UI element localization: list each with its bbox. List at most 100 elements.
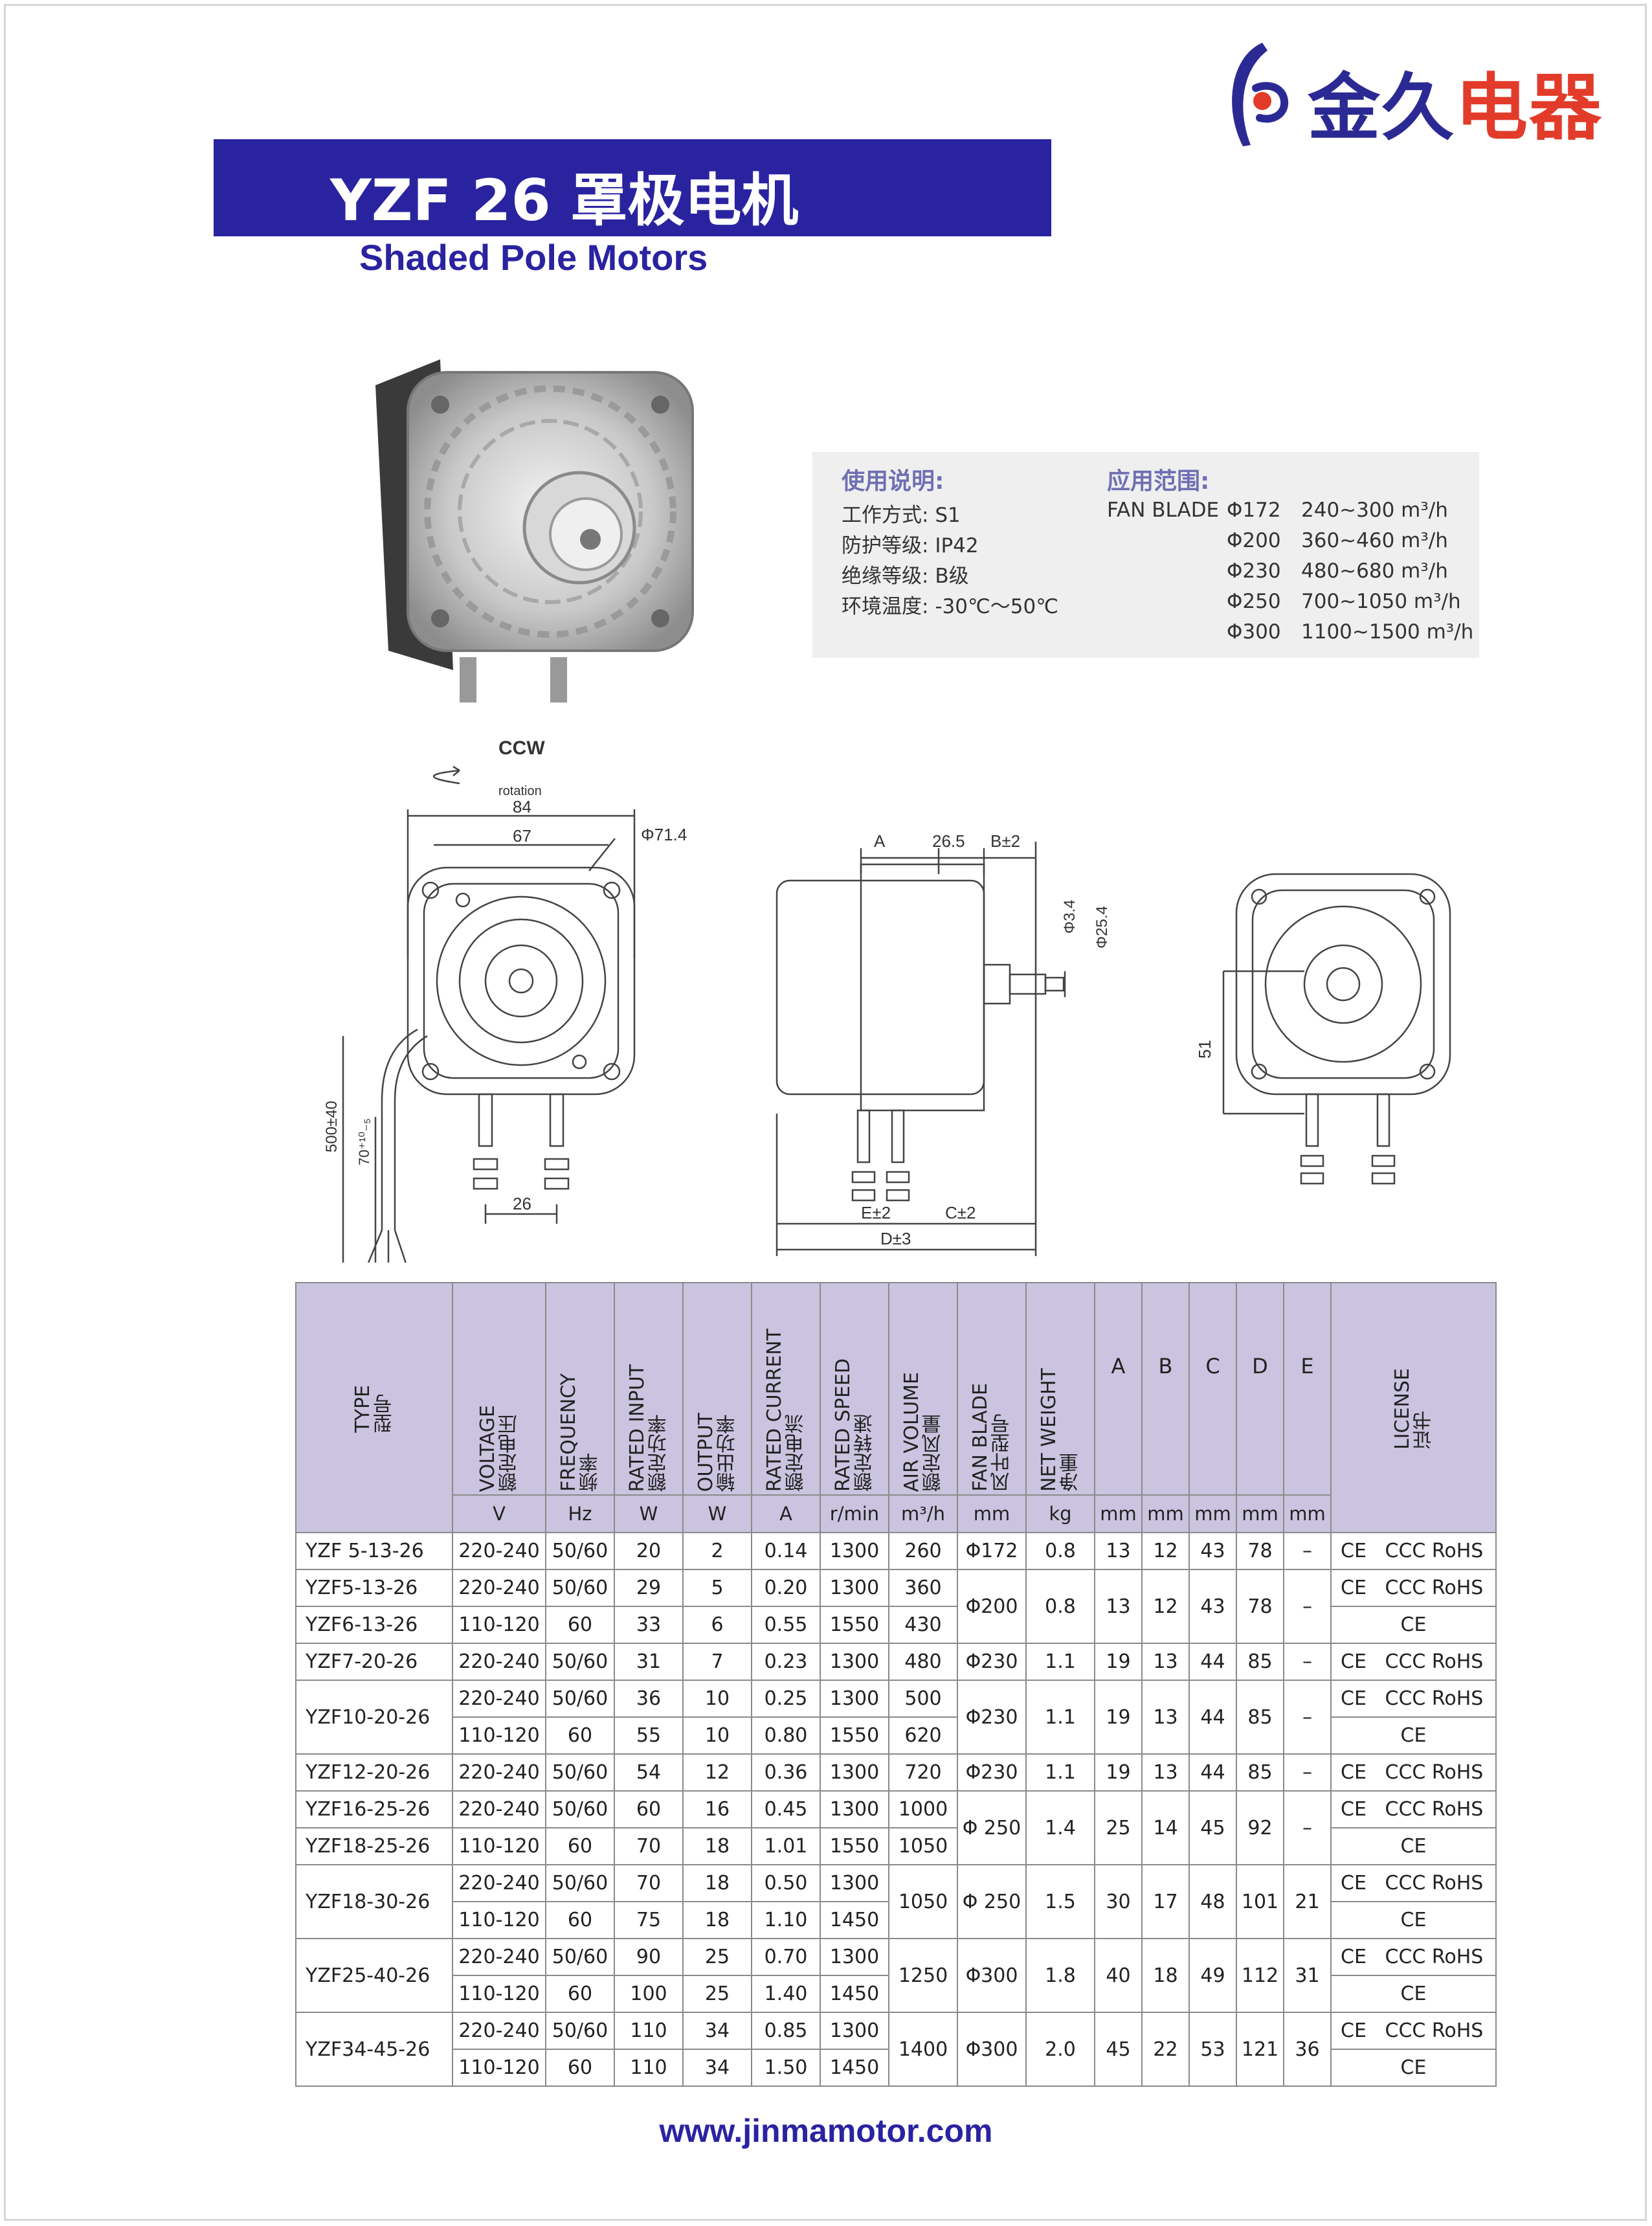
usage-item: 绝缘等级: B级: [842, 565, 969, 588]
table-cell: 33: [614, 1606, 684, 1644]
table-cell: 10: [682, 1716, 752, 1755]
table-cell: 19: [1094, 1680, 1143, 1755]
page-subtitle: Shaded Pole Motors: [359, 237, 708, 278]
technical-drawings: CCW rotation 84 67 Φ71.4 500±40 70⁺¹⁰₋₅ …: [323, 737, 1451, 1263]
table-cell: 6: [682, 1606, 752, 1644]
table-cell: 500: [888, 1680, 958, 1718]
brand-name: 金久电器: [1308, 66, 1603, 150]
table-cell: 13: [1141, 1753, 1190, 1792]
column-unit: r/min: [820, 1494, 889, 1533]
column-unit: mm: [957, 1494, 1027, 1533]
table-cell: 430: [888, 1606, 958, 1644]
table-cell: 31: [1283, 1938, 1332, 2013]
column-unit: mm: [1236, 1494, 1284, 1533]
table-cell: CE: [1330, 1975, 1497, 2013]
table-cell: 480: [888, 1643, 958, 1681]
table-cell: 34: [682, 2012, 752, 2050]
table-cell: 85: [1236, 1753, 1284, 1792]
table-cell: YZF 5-13-26: [295, 1532, 453, 1570]
column-unit: W: [682, 1494, 752, 1533]
table-cell: YZF18-30-26: [295, 1864, 453, 1939]
application-blade: Φ172: [1227, 499, 1281, 522]
table-cell: 75: [614, 1901, 684, 1939]
column-header: B: [1141, 1282, 1190, 1496]
website-url[interactable]: www.jinmamotor.com: [659, 2113, 993, 2149]
table-cell: 34: [682, 2049, 752, 2087]
table-cell: 101: [1236, 1864, 1284, 1939]
brand-mark-icon: [1232, 43, 1289, 146]
table-cell: YZF7-20-26: [295, 1643, 453, 1681]
column-unit: V: [452, 1494, 546, 1533]
table-cell: YZF6-13-26: [295, 1606, 453, 1644]
column-unit: kg: [1025, 1494, 1095, 1533]
table-cell: 44: [1189, 1753, 1237, 1792]
table-cell: –: [1283, 1753, 1332, 1792]
table-cell: 360: [888, 1569, 958, 1607]
column-unit: mm: [1189, 1494, 1237, 1533]
table-cell: 1450: [820, 1901, 889, 1939]
dim-51: 51: [1195, 1040, 1214, 1059]
table-cell: 18: [682, 1901, 752, 1939]
table-cell: CE CCC RoHS: [1330, 2012, 1497, 2050]
table-cell: 1300: [820, 1680, 889, 1718]
table-cell: Φ172: [957, 1532, 1027, 1570]
table-cell: 0.23: [751, 1643, 821, 1681]
motor-photo: [375, 359, 694, 703]
usage-item: 防护等级: IP42: [842, 534, 979, 557]
application-blade: Φ230: [1227, 559, 1281, 583]
table-cell: 18: [682, 1827, 752, 1865]
table-cell: 36: [1283, 2012, 1332, 2087]
column-unit: mm: [1094, 1494, 1143, 1533]
table-cell: 29: [614, 1569, 684, 1607]
table-cell: 13: [1141, 1680, 1190, 1755]
table-cell: 60: [545, 1975, 615, 2013]
table-cell: 220-240: [452, 1643, 546, 1681]
table-cell: 54: [614, 1753, 684, 1792]
dim-500: 500±40: [323, 1101, 340, 1152]
table-cell: CE CCC RoHS: [1330, 1864, 1497, 1902]
table-cell: 50/60: [545, 1938, 615, 1976]
table-cell: YZF25-40-26: [295, 1938, 453, 2013]
dim-67: 67: [513, 826, 531, 846]
table-cell: 53: [1189, 2012, 1237, 2087]
table-cell: Φ300: [957, 1938, 1027, 2013]
table-cell: 1450: [820, 1975, 889, 2013]
table-cell: 78: [1236, 1569, 1284, 1644]
table-cell: –: [1283, 1643, 1332, 1681]
table-cell: 31: [614, 1643, 684, 1681]
table-cell: Φ230: [957, 1643, 1027, 1681]
table-cell: 1250: [888, 1938, 958, 2013]
table-cell: 13: [1094, 1569, 1143, 1644]
usage-item: 环境温度: -30℃～50℃: [842, 595, 1059, 618]
table-cell: 43: [1189, 1532, 1237, 1570]
table-cell: 0.25: [751, 1680, 821, 1718]
table-cell: CE: [1330, 1716, 1497, 1755]
table-cell: 1450: [820, 2049, 889, 2087]
table-cell: 1.8: [1025, 1938, 1095, 2013]
table-cell: CE CCC RoHS: [1330, 1643, 1497, 1681]
table-cell: 25: [682, 1975, 752, 2013]
table-cell: 0.55: [751, 1606, 821, 1644]
table-cell: 20: [614, 1532, 684, 1570]
dim-84: 84: [513, 797, 531, 816]
column-header: A: [1094, 1282, 1143, 1496]
table-cell: CE CCC RoHS: [1330, 1753, 1497, 1792]
dim-phi254: Φ25.4: [1093, 906, 1111, 949]
table-cell: 60: [545, 1827, 615, 1865]
table-cell: Φ 250: [957, 1790, 1027, 1865]
table-cell: 1050: [888, 1827, 958, 1865]
table-cell: 1000: [888, 1790, 958, 1828]
table-cell: 0.8: [1025, 1569, 1095, 1644]
usage-heading: 使用说明:: [842, 468, 944, 495]
table-cell: 220-240: [452, 1790, 546, 1828]
table-cell: 19: [1094, 1643, 1143, 1681]
table-cell: 121: [1236, 2012, 1284, 2087]
